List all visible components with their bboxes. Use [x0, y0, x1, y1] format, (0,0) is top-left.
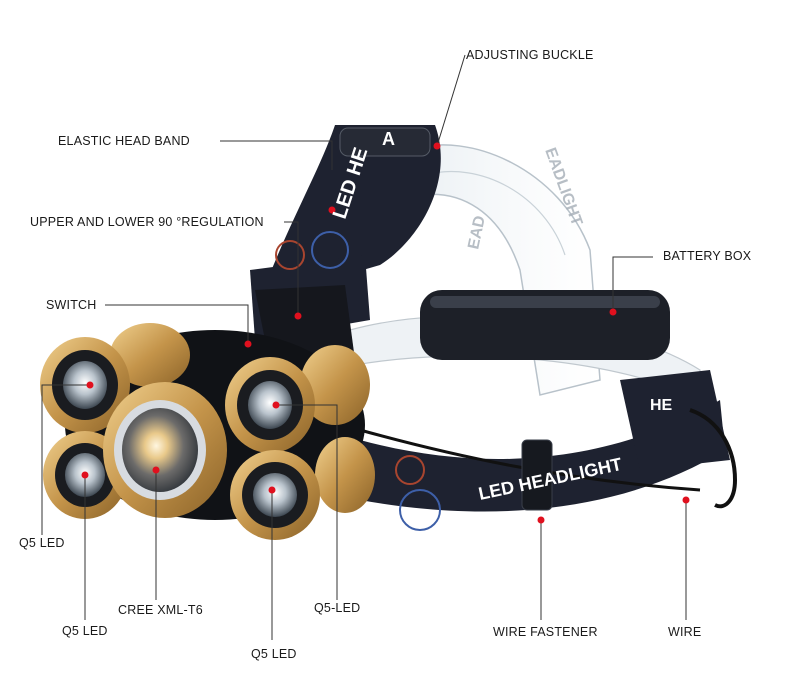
- strap-circle: [399, 489, 441, 531]
- label-adjusting-buckle: ADJUSTING BUCKLE: [466, 48, 594, 62]
- label-switch: SWITCH: [46, 298, 97, 312]
- side-strap: [620, 370, 730, 470]
- lamp-center-cree: [103, 382, 227, 518]
- markers: [81, 142, 690, 524]
- wire-fastener-clip: [521, 439, 553, 511]
- band-text-top-letter: A: [382, 129, 395, 149]
- lamp-top-right: [225, 345, 370, 453]
- label-cree: CREE XML-T6: [118, 603, 203, 617]
- label-q5-led-right: Q5-LED: [314, 601, 361, 615]
- label-wire-fastener: WIRE FASTENER: [493, 625, 598, 639]
- label-q5-led-left: Q5 LED: [19, 536, 65, 550]
- strap-circle: [275, 240, 305, 270]
- label-battery-box: BATTERY BOX: [663, 249, 752, 263]
- lamp-bottom-right: [230, 437, 375, 540]
- coiled-wire: [689, 408, 738, 509]
- band-text-clear-left: EAD: [465, 214, 489, 251]
- leader-lines: [41, 54, 687, 640]
- label-upper-lower-regulation: UPPER AND LOWER 90 °REGULATION: [30, 215, 264, 229]
- clear-band-edge: [424, 170, 566, 256]
- strap-circle: [395, 455, 425, 485]
- band-text-side: HE: [650, 397, 673, 414]
- battery-box-highlight: [430, 296, 660, 308]
- strap-circle: [311, 231, 349, 269]
- head-strap: [260, 125, 441, 300]
- adjusting-buckle-body: [339, 127, 431, 157]
- label-q5-led-bottom: Q5 LED: [251, 647, 297, 661]
- label-q5-led-bottom-left: Q5 LED: [62, 624, 108, 638]
- label-wire: WIRE: [668, 625, 702, 639]
- label-elastic-head-band: ELASTIC HEAD BAND: [58, 134, 190, 148]
- wire-line: [359, 428, 701, 492]
